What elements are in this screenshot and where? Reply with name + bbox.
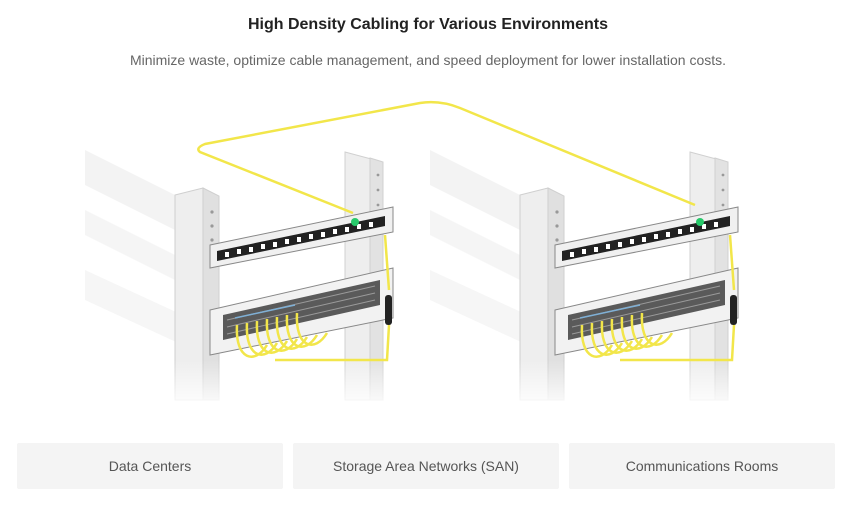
card-data-centers[interactable]: Data Centers — [17, 443, 283, 489]
rack-cabling-illustration — [73, 100, 762, 410]
rack-left — [73, 148, 417, 410]
rack-right — [418, 148, 762, 410]
card-label: Communications Rooms — [625, 458, 779, 474]
page-title: High Density Cabling for Various Environ… — [247, 16, 609, 33]
card-label: Storage Area Networks (SAN) — [333, 458, 519, 474]
card-label: Data Centers — [108, 458, 192, 474]
environment-cards: Data Centers Storage Area Networks (SAN)… — [17, 443, 839, 489]
card-communications-rooms[interactable]: Communications Rooms — [569, 443, 835, 489]
page-subtitle: Minimize waste, optimize cable managemen… — [129, 52, 727, 68]
trunk-cable — [197, 100, 696, 215]
card-san[interactable]: Storage Area Networks (SAN) — [293, 443, 559, 489]
